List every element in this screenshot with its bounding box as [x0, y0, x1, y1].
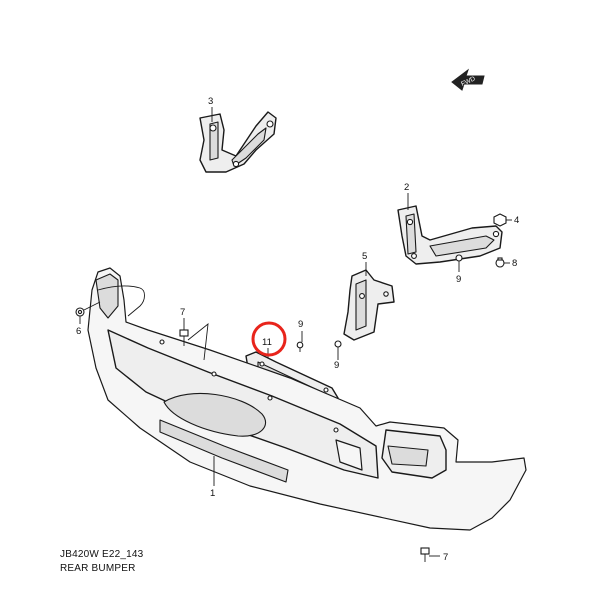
- part-2-bracket: [397, 205, 503, 265]
- callout-2: 2: [404, 182, 409, 193]
- fastener-9-screw-upper-icon: [455, 254, 463, 266]
- fastener-7-bolt-lower-icon: [420, 547, 430, 562]
- callout-9-middle: 9: [334, 360, 339, 371]
- callout-8: 8: [512, 258, 517, 269]
- callout-3: 3: [208, 96, 213, 107]
- callout-5: 5: [362, 251, 367, 262]
- fastener-6-nut-icon: [75, 307, 85, 317]
- diagram-code: JB420W E22_143: [60, 549, 144, 560]
- part-3-bracket: [199, 111, 277, 173]
- callout-6: 6: [76, 326, 81, 337]
- callout-9-lower: 9: [298, 319, 303, 330]
- fastener-4-nut-icon: [493, 213, 507, 227]
- bumper-wire-harness: [97, 285, 145, 317]
- highlight-circle: [251, 321, 287, 357]
- callout-4: 4: [514, 215, 519, 226]
- callout-11: 11: [262, 337, 272, 348]
- part-1-rear-bumper: [87, 267, 527, 531]
- callout-9-upper: 9: [456, 274, 461, 285]
- callout-7-upper: 7: [180, 307, 185, 318]
- callout-7-lower: 7: [443, 552, 448, 563]
- fastener-9-screw-middle-icon: [334, 340, 342, 352]
- diagram-title: REAR BUMPER: [60, 563, 136, 574]
- part-5-bracket: [343, 269, 395, 341]
- fastener-8-bolt-icon: [495, 257, 505, 268]
- fwd-arrow-icon: FWD: [451, 68, 485, 91]
- callout-1: 1: [210, 488, 215, 499]
- fastener-9-screw-lower-icon: [296, 341, 304, 352]
